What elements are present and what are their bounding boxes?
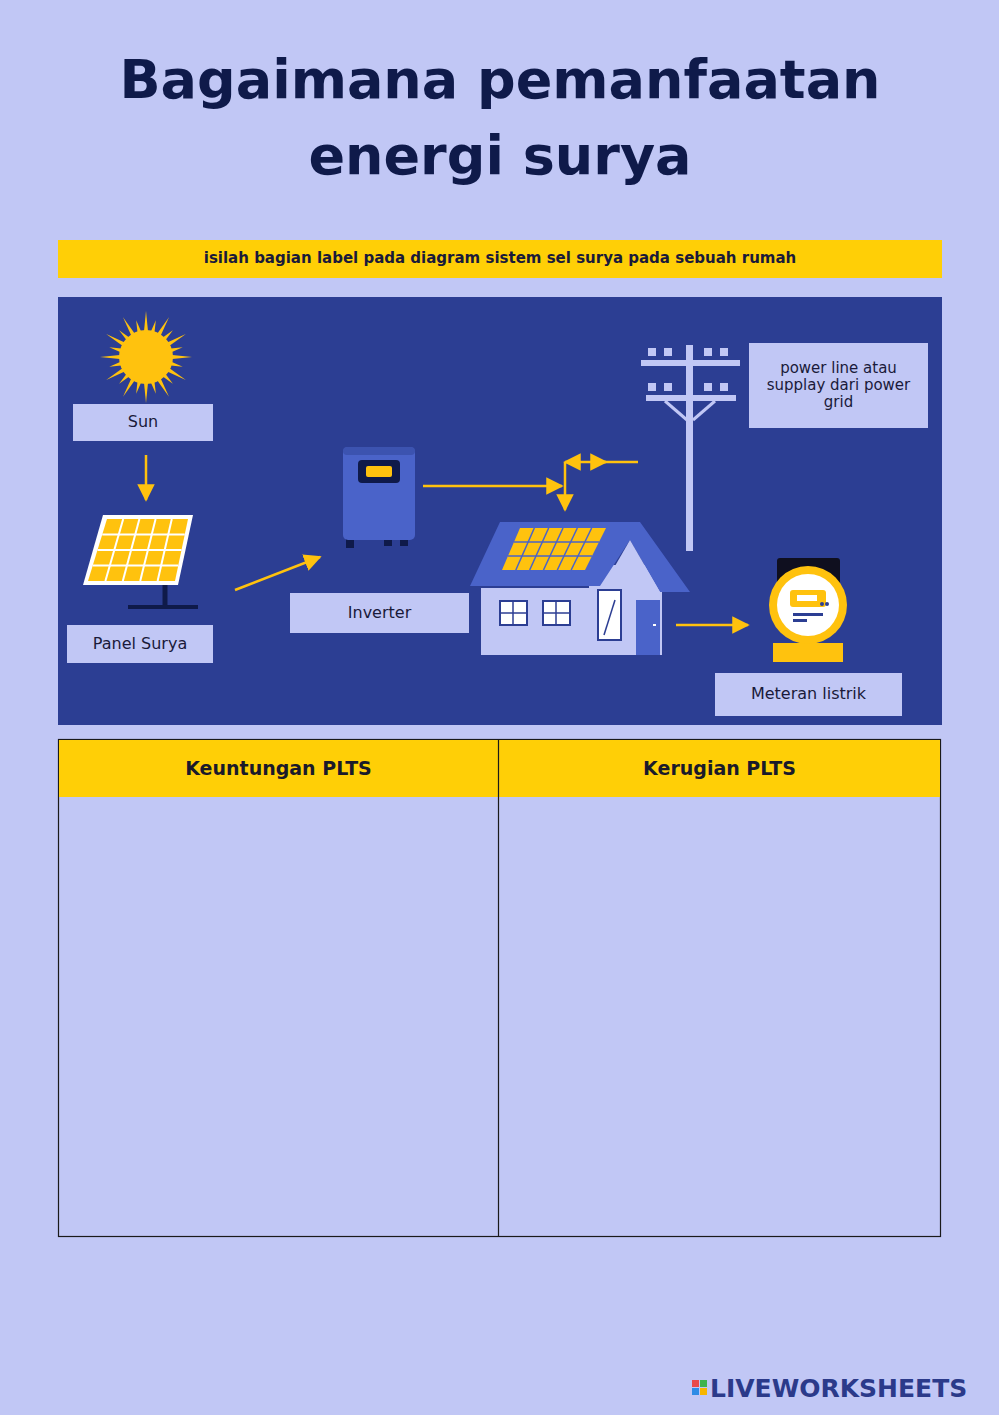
table-header: Keuntungan PLTS: [59, 740, 498, 797]
watermark: LIVEWORKSHEETS: [710, 1372, 990, 1406]
inverter-icon: [343, 447, 415, 548]
label-box: power line atau supplay dari power grid: [749, 343, 928, 428]
table: [59, 740, 941, 1237]
label-box: Inverter: [290, 593, 469, 633]
power-pole-icon: [641, 345, 740, 551]
sun-icon: [100, 311, 192, 403]
electric-meter-icon: [769, 558, 847, 662]
house-icon: [470, 522, 690, 655]
node-text: Meteran listrik: [751, 685, 866, 703]
node-text: Panel Surya: [93, 635, 187, 653]
table-header: Kerugian PLTS: [499, 740, 940, 797]
label-box: Panel Surya: [67, 625, 213, 663]
node-text: isilah bagian label pada diagram sistem …: [204, 250, 797, 267]
watermark-logo: [692, 1380, 707, 1395]
instruction-band: isilah bagian label pada diagram sistem …: [58, 240, 942, 278]
diagram-panel: [58, 297, 942, 725]
node-text: power line atau supplay dari power grid: [755, 360, 922, 412]
node-text: Inverter: [348, 604, 411, 622]
label-box: Sun: [73, 404, 213, 441]
node-text: Sun: [128, 413, 158, 431]
label-box: Meteran listrik: [715, 673, 902, 716]
solar-panel-icon: [83, 515, 198, 607]
title: Bagaimana pemanfaatan energi surya: [60, 42, 940, 194]
